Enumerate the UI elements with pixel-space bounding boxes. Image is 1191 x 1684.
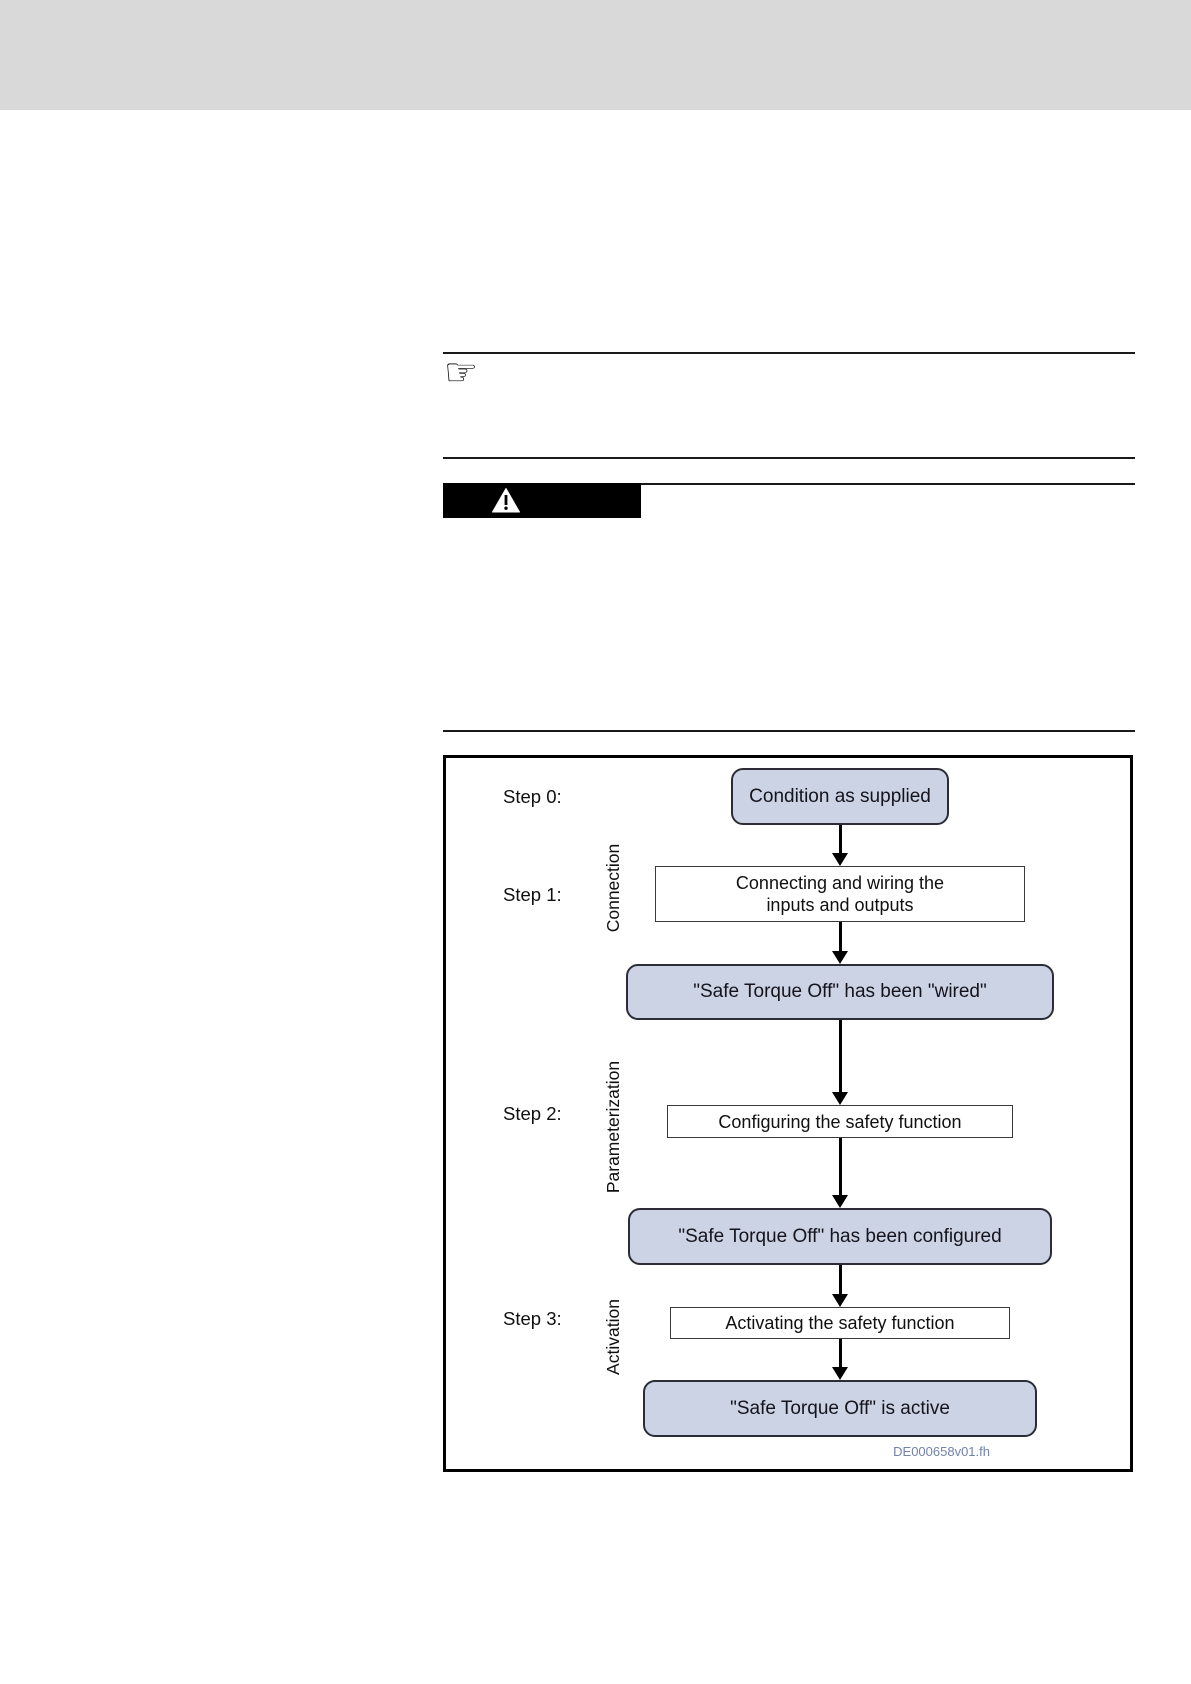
node-text: Condition as supplied [749,785,931,807]
figure-top-rule [443,730,1135,732]
node-text: "Safe Torque Off" has been configured [678,1225,1002,1247]
arrow-down-icon [832,1020,848,1105]
node-text: Activating the safety function [725,1313,955,1333]
arrow-down-icon [832,1265,848,1307]
step-2-label: Step 2: [503,1103,562,1124]
node-activating-safety-function: Activating the safety function [670,1307,1010,1339]
warning-banner-rule [641,483,1135,485]
node-text-line2: inputs and outputs [766,895,914,915]
node-condition-as-supplied: Condition as supplied [731,768,949,825]
figure-caption: DE000658v01.fh [893,1444,990,1459]
step-0-label: Step 0: [503,786,562,807]
step-1-label: Step 1: [503,884,562,905]
phase-parameterization-label: Parameterization [603,1060,623,1194]
node-text-line1: Connecting and wiring the [735,873,945,893]
node-sto-wired: "Safe Torque Off" has been "wired" [626,964,1054,1020]
node-configuring-safety-function: Configuring the safety function [667,1105,1013,1138]
page-header-band [0,0,1191,110]
step-3-label: Step 3: [503,1308,562,1329]
note-bottom-rule [443,457,1135,459]
arrow-down-icon [832,1339,848,1380]
arrow-down-icon [832,922,848,964]
arrow-down-icon [832,1138,848,1208]
pointing-hand-icon: ☞ [444,352,479,394]
node-text: "Safe Torque Off" is active [730,1397,950,1419]
arrow-down-icon [832,825,848,866]
warning-banner [443,483,641,518]
node-sto-active: "Safe Torque Off" is active [643,1380,1037,1437]
node-connecting-wiring: Connecting and wiring the inputs and out… [655,866,1025,922]
node-sto-configured: "Safe Torque Off" has been configured [628,1208,1052,1265]
phase-activation-label: Activation [603,1299,623,1375]
node-text: "Safe Torque Off" has been "wired" [693,981,987,1002]
node-text: Configuring the safety function [718,1111,962,1132]
warning-triangle-icon [491,487,521,514]
phase-connection-label: Connection [603,843,623,933]
note-top-rule [443,352,1135,354]
